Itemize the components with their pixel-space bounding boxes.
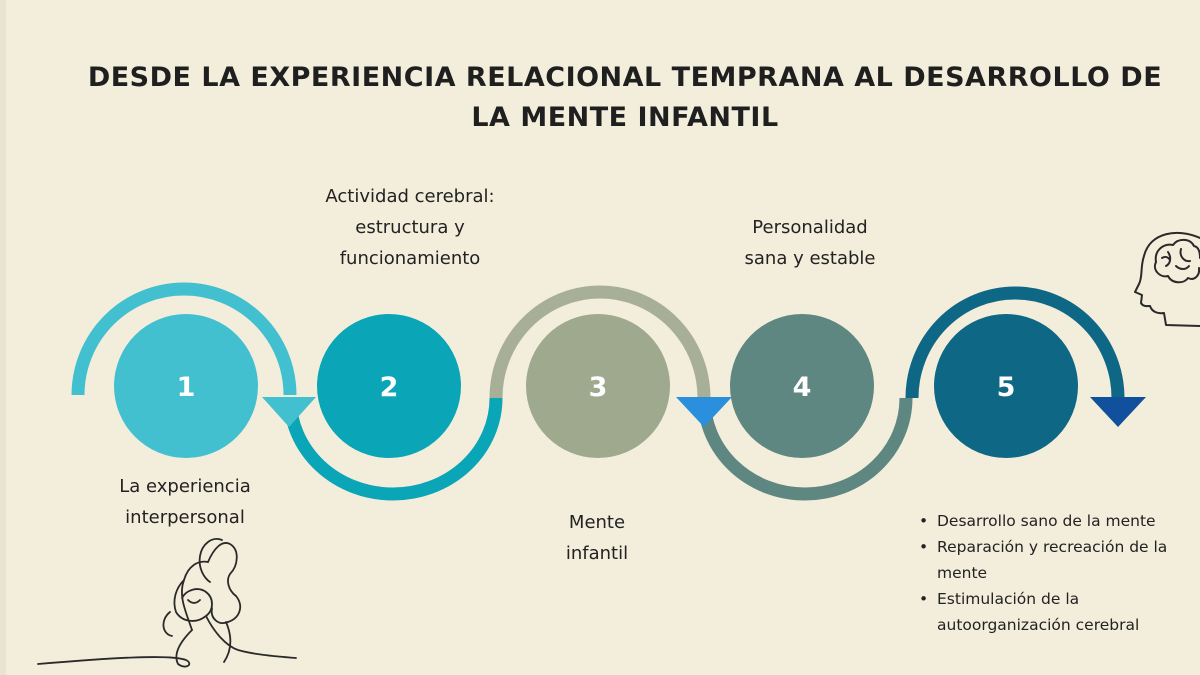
step-node-3: 3	[526, 314, 670, 458]
caption-2-line-1: Actividad cerebral:	[325, 186, 495, 207]
outcome-item: Desarrollo sano de la mente	[918, 508, 1198, 534]
page-title: DESDE LA EXPERIENCIA RELACIONAL TEMPRANA…	[60, 58, 1190, 138]
outcome-item: Reparación y recreación de la mente	[918, 534, 1198, 586]
connector-arc-1	[71, 282, 297, 396]
step-number-5: 5	[997, 372, 1016, 403]
outcome-item: Estimulación de la autoorganización cere…	[918, 586, 1198, 638]
step-circle-4	[730, 314, 874, 458]
step-number-3: 3	[589, 372, 608, 403]
arrowhead-1	[262, 397, 316, 427]
step-number-4: 4	[793, 372, 812, 403]
caption-3-line-2: infantil	[565, 543, 629, 564]
arrowhead-2	[676, 397, 732, 427]
step-circle-2	[317, 314, 461, 458]
caption-3-line-1: Mente	[568, 512, 626, 533]
connector-arc-2	[283, 397, 503, 501]
step-circle-3	[526, 314, 670, 458]
step-caption-1: La experiencia interpersonal	[60, 471, 310, 533]
step-circle-1	[114, 314, 258, 458]
step-node-1: 1	[114, 314, 258, 458]
step-circle-5	[934, 314, 1078, 458]
outcomes-bullet-list: Desarrollo sano de la mente Reparación y…	[918, 508, 1198, 638]
step-node-4: 4	[730, 314, 874, 458]
caption-1-line-2: interpersonal	[125, 507, 245, 528]
step-caption-4: Personalidad sana y estable	[690, 212, 930, 274]
left-edge-strip	[0, 0, 6, 675]
connector-arc-3	[489, 285, 711, 399]
step-number-2: 2	[380, 372, 399, 403]
step-caption-3: Mente infantil	[497, 507, 697, 569]
title-line-1: DESDE LA EXPERIENCIA RELACIONAL TEMPRANA…	[87, 62, 1163, 93]
caption-4-line-2: sana y estable	[744, 248, 876, 269]
caption-1-line-1: La experiencia	[119, 476, 251, 497]
title-line-2: LA MENTE INFANTIL	[471, 102, 779, 133]
step-caption-2: Actividad cerebral: estructura y funcion…	[280, 181, 540, 274]
connector-arc-4	[697, 397, 913, 501]
head-with-brain-icon	[1134, 231, 1200, 327]
arrowhead-3	[1090, 397, 1146, 427]
caption-4-line-1: Personalidad	[752, 217, 868, 238]
caption-2-line-2: estructura y	[355, 217, 465, 238]
mother-and-child-line-art-icon	[37, 538, 297, 668]
caption-2-line-3: funcionamiento	[339, 248, 481, 269]
step-node-2: 2	[317, 314, 461, 458]
step-number-1: 1	[177, 372, 196, 403]
connector-arc-5	[905, 286, 1125, 399]
step-node-5: 5	[934, 314, 1078, 458]
